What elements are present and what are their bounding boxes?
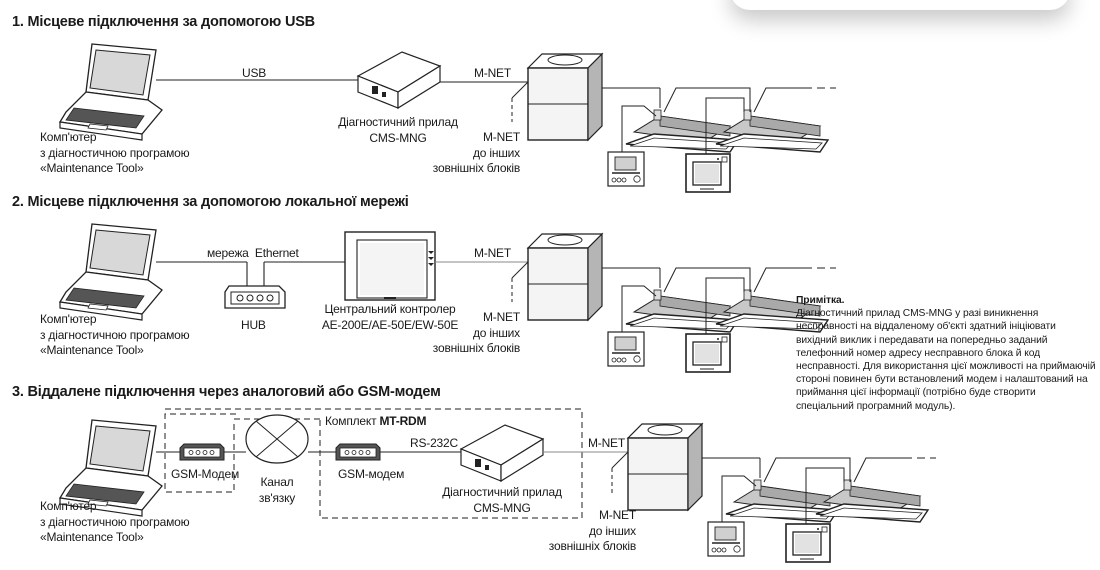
gsm-modem-icon	[179, 443, 225, 461]
hub-label: HUB	[241, 318, 266, 332]
cms-mng-device-icon	[460, 424, 544, 482]
hvac-units-group	[628, 420, 936, 562]
section-3-title: 3. Віддалене підключення через аналогови…	[12, 384, 441, 400]
laptop-icon	[59, 223, 163, 321]
gsm-modem-label: GSM-модем	[338, 467, 405, 481]
note-block: Примітка. Діагностичний прилад CMS-MNG у…	[796, 294, 1096, 413]
kit-label: Комплект MT-RDM	[325, 414, 427, 428]
usb-label: USB	[242, 66, 267, 80]
gsm-modem-icon	[335, 443, 381, 461]
ethernet-label: мережа Ethernet	[207, 246, 299, 260]
central-controller-icon	[344, 231, 436, 301]
section-1-title: 1. Місцеве підключення за допомогою USB	[12, 14, 315, 30]
communication-channel-icon	[245, 414, 309, 464]
hvac-units-group	[528, 230, 836, 372]
laptop-icon	[59, 43, 163, 141]
rs232-label: RS-232C	[410, 436, 458, 450]
mnet-label: M-NET	[474, 246, 511, 260]
cms-mng-device-icon	[357, 51, 441, 109]
mt-rdm-kit-frame	[165, 408, 583, 519]
section-2-title: 2. Місцеве підключення за допомогою лока…	[12, 194, 409, 210]
hvac-units-group	[528, 50, 836, 192]
page-shadow	[730, 0, 1070, 10]
mnet-label: M-NET	[588, 436, 625, 450]
hub-icon	[224, 285, 286, 309]
note-title: Примітка.	[796, 295, 845, 306]
note-text: Діагностичний прилад CMS-MNG у разі вини…	[796, 308, 1096, 412]
mnet-label: M-NET	[474, 66, 511, 80]
gsm-modem-label: GSM-Модем	[171, 467, 239, 481]
local-modem-frame	[164, 413, 236, 493]
